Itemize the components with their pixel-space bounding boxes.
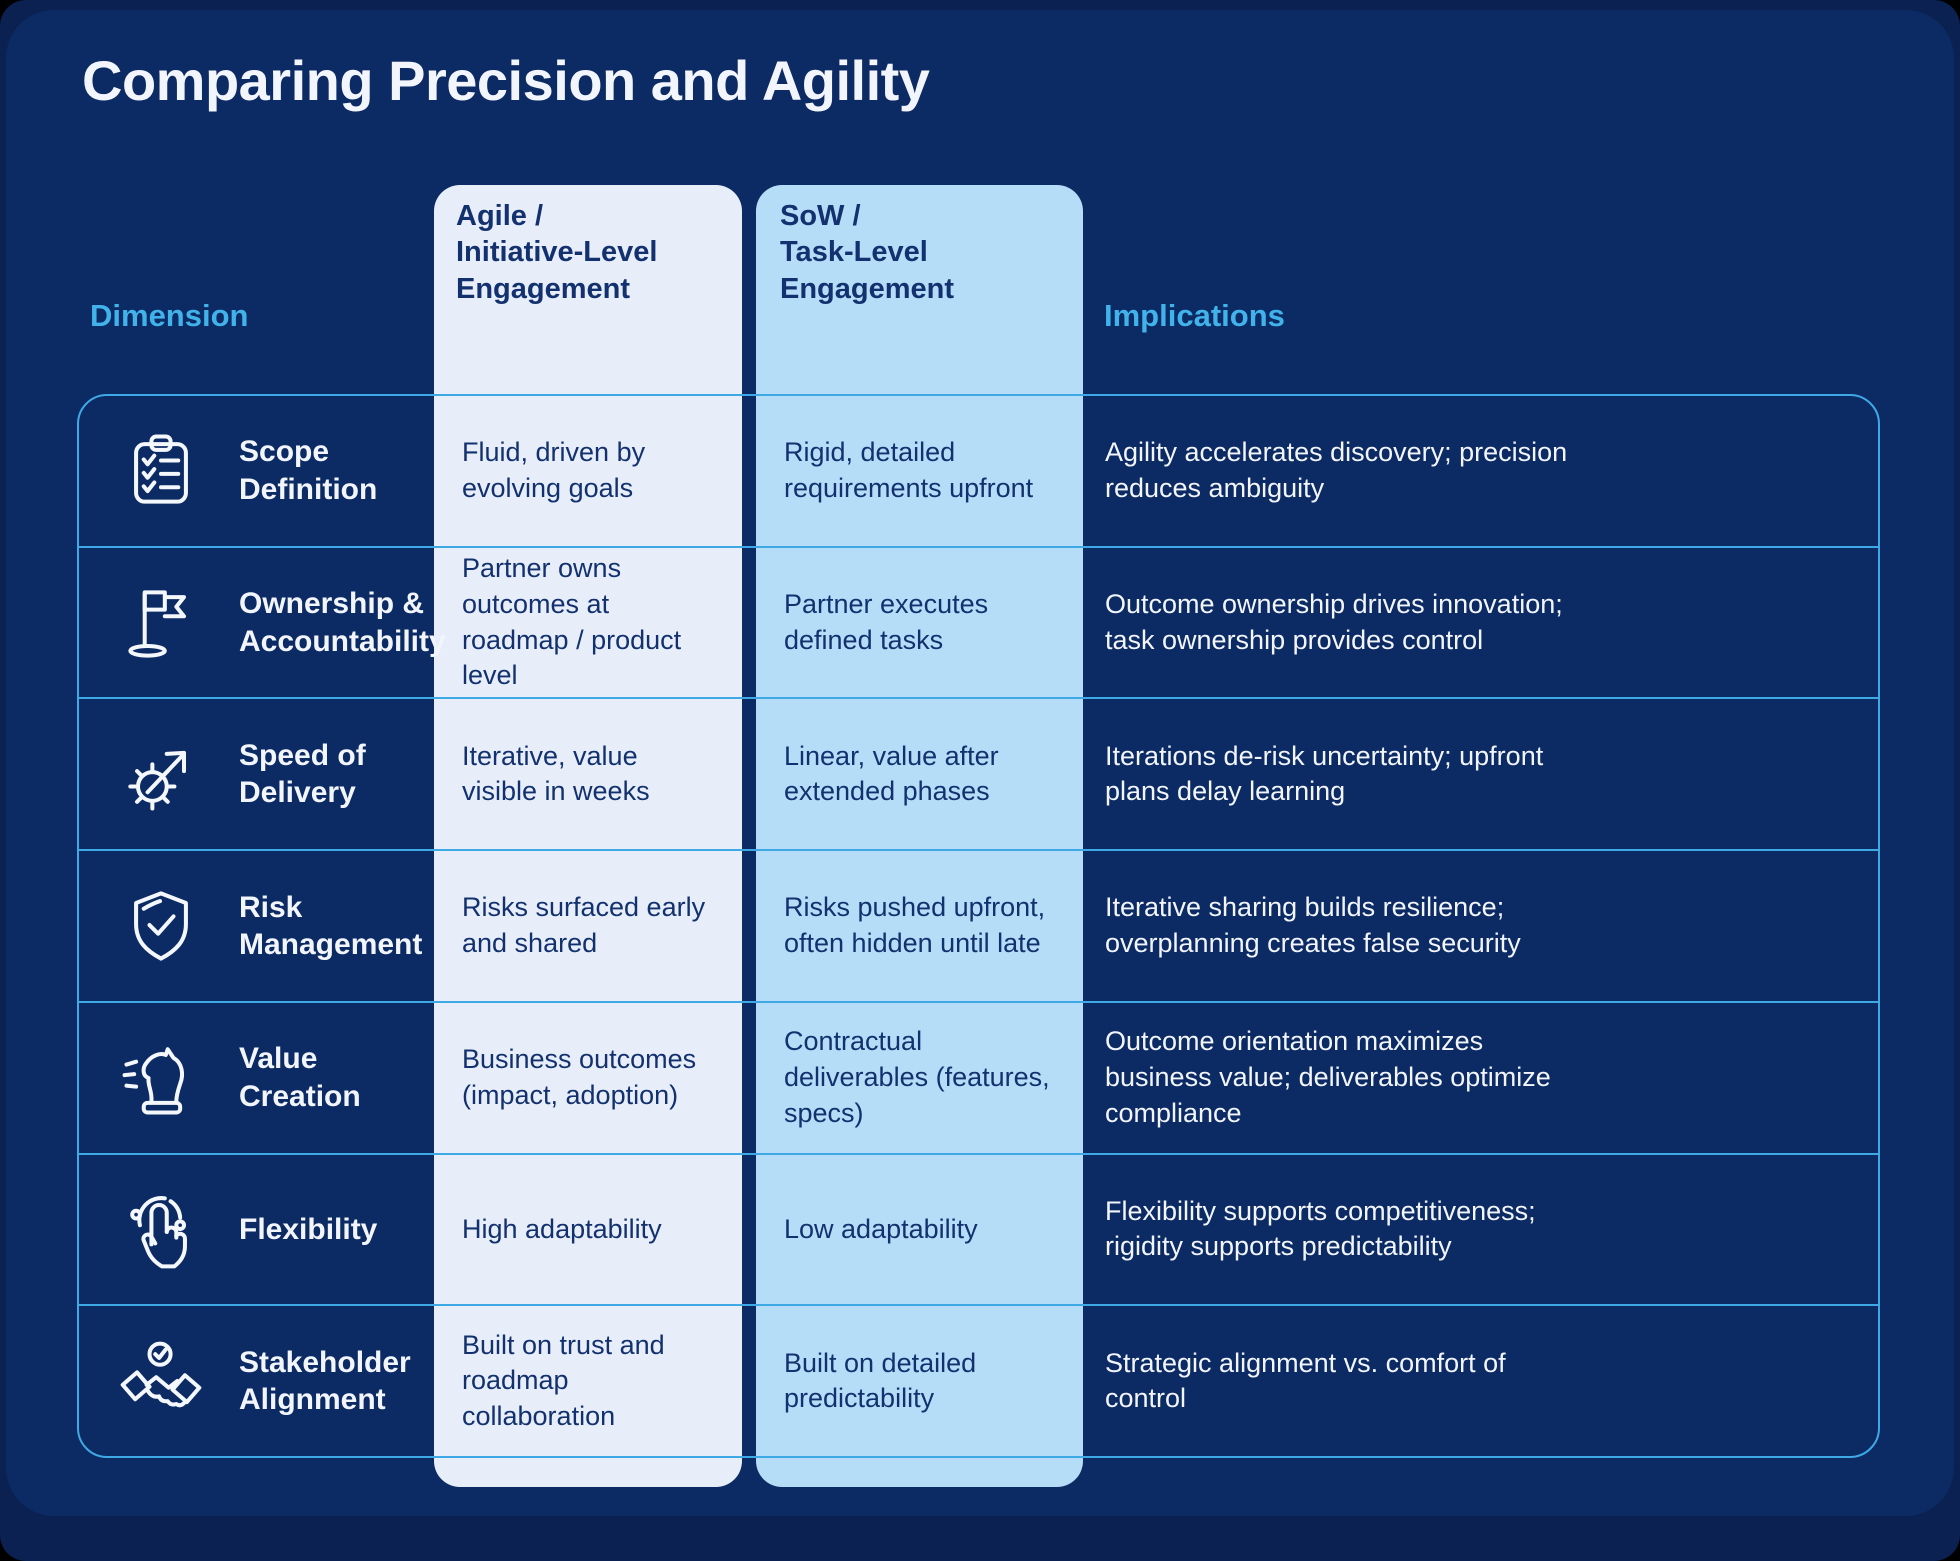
column-header-dimension: Dimension [90, 298, 249, 333]
table-row: Scope Definition Fluid, driven by evolvi… [79, 396, 1878, 546]
column-gap [744, 396, 758, 546]
dimension-label: Stakeholder Alignment [239, 1345, 411, 1417]
column-gap [744, 1306, 758, 1456]
dimension-cell: Flexibility [79, 1155, 436, 1305]
implications-cell: Outcome orientation maximizes business v… [1105, 1026, 1551, 1128]
implications-cell: Iterations de-risk uncertainty; upfront … [1105, 740, 1544, 807]
dimension-label: Risk Management [239, 890, 423, 962]
sow-cell: Risks pushed upfront, often hidden until… [784, 892, 1046, 959]
agile-cell: Business outcomes (impact, adoption) [462, 1044, 697, 1110]
agile-cell: Partner owns outcomes at roadmap / produ… [462, 553, 682, 691]
agile-cell: Risks surfaced early and shared [462, 892, 706, 959]
chess-knight-icon [113, 1030, 209, 1126]
column-gap [744, 851, 758, 1001]
agile-cell: High adaptability [462, 1213, 662, 1244]
table-row: Ownership & Accountability Partner owns … [79, 545, 1878, 698]
dimension-label: Speed of Delivery [239, 738, 366, 810]
column-gap [744, 548, 758, 698]
dimension-cell: Value Creation [79, 1003, 436, 1153]
table-row: Stakeholder Alignment Built on trust and… [79, 1304, 1878, 1456]
sow-column-card [756, 185, 1083, 1487]
implications-cell: Iterative sharing builds resilience; ove… [1105, 892, 1521, 959]
column-gap [744, 1155, 758, 1305]
tap-gesture-icon [113, 1181, 209, 1277]
dimension-cell: Risk Management [79, 851, 436, 1001]
column-header-agile: Agile / Initiative-Level Engagement [456, 200, 658, 305]
dimension-cell: Ownership & Accountability [79, 548, 446, 698]
column-header-implications: Implications [1104, 298, 1285, 333]
agile-cell: Fluid, driven by evolving goals [462, 437, 646, 503]
agile-column-card [434, 185, 742, 1487]
sow-cell: Rigid, detailed requirements upfront [784, 437, 1034, 503]
implications-cell: Flexibility supports competitiveness; ri… [1105, 1195, 1536, 1262]
sow-cell: Contractual deliverables (features, spec… [784, 1026, 1050, 1128]
gear-arrow-icon [113, 726, 209, 822]
page-title: Comparing Precision and Agility [82, 49, 930, 112]
column-gap [744, 699, 758, 849]
sow-cell: Linear, value after extended phases [784, 740, 999, 807]
column-header-sow: SoW / Task-Level Engagement [780, 200, 955, 305]
dimension-cell: Scope Definition [79, 396, 436, 546]
shield-check-icon [113, 878, 209, 974]
agile-cell: Iterative, value visible in weeks [462, 740, 650, 807]
dimension-cell: Speed of Delivery [79, 699, 436, 849]
dimension-label: Value Creation [239, 1042, 361, 1113]
sow-cell: Low adaptability [784, 1213, 978, 1244]
flag-marker-icon [113, 575, 209, 671]
sow-cell: Partner executes defined tasks [784, 588, 989, 655]
sow-cell: Built on detailed predictability [784, 1347, 977, 1414]
clipboard-checklist-icon [113, 423, 209, 519]
table-row: Flexibility High adaptability Low adapta… [79, 1152, 1878, 1305]
agile-cell: Built on trust and roadmap collaboration [462, 1329, 665, 1431]
column-gap [744, 1003, 758, 1153]
dimension-label: Scope Definition [239, 435, 378, 506]
dimension-cell: Stakeholder Alignment [79, 1306, 436, 1456]
comparison-table: Scope Definition Fluid, driven by evolvi… [77, 394, 1880, 1458]
table-row: Risk Management Risks surfaced early and… [79, 849, 1878, 1001]
handshake-check-icon [113, 1333, 209, 1429]
table-row: Speed of Delivery Iterative, value visib… [79, 697, 1878, 849]
implications-cell: Agility accelerates discovery; precision… [1105, 437, 1568, 503]
dimension-label: Flexibility [239, 1212, 378, 1246]
implications-cell: Strategic alignment vs. comfort of contr… [1105, 1347, 1506, 1414]
dimension-label: Ownership & Accountability [239, 587, 446, 658]
table-row: Value Creation Business outcomes (impact… [79, 1000, 1878, 1153]
implications-cell: Outcome ownership drives innovation; tas… [1105, 588, 1563, 655]
